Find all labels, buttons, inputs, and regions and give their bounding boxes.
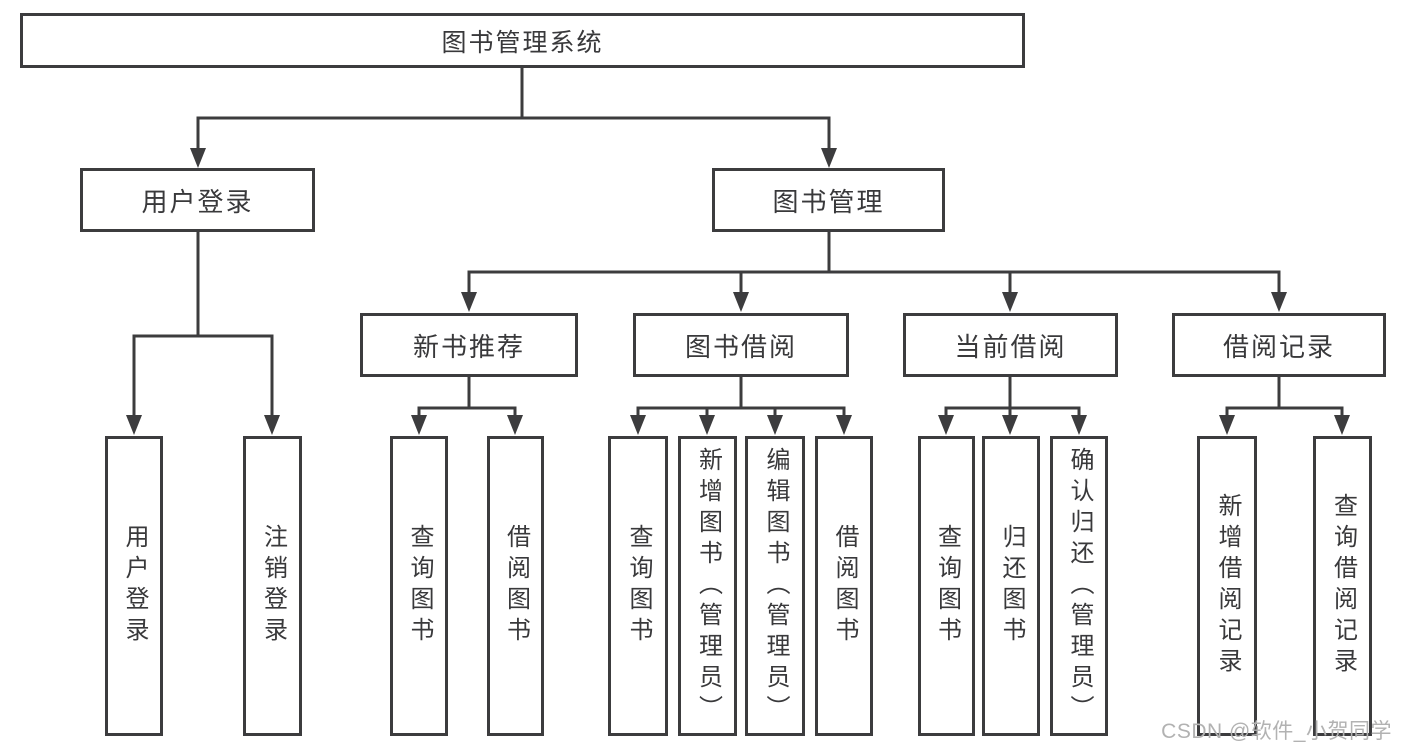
arrow-down-icon: [190, 148, 206, 168]
leaf-add-borrow-record: 新增借阅记录: [1197, 436, 1257, 736]
node-label: 用户登录: [141, 186, 254, 217]
node-library-system: 图书管理系统: [20, 13, 1025, 68]
leaf-label: 用户登录: [121, 524, 148, 648]
leaf-label: 查询图书: [933, 524, 961, 648]
node-book-management: 图书管理: [712, 168, 945, 232]
arrow-down-icon: [126, 415, 142, 435]
leaf-borrow-books: 借阅图书: [487, 436, 544, 736]
arrow-down-icon: [264, 415, 280, 435]
leaf-return-books: 归还图书: [982, 436, 1040, 736]
leaf-label: 新增借阅记录: [1214, 493, 1241, 679]
arrow-down-icon: [461, 292, 477, 312]
arrow-down-icon: [767, 415, 783, 435]
leaf-label: 借阅图书: [502, 524, 530, 648]
leaf-label: 归还图书: [998, 524, 1025, 648]
arrow-down-icon: [630, 415, 646, 435]
leaf-label: 确认归还（管理员）: [1066, 446, 1093, 726]
leaf-query-books: 查询图书: [608, 436, 668, 736]
leaf-label: 查询图书: [625, 524, 652, 648]
arrow-down-icon: [699, 415, 715, 435]
arrow-down-icon: [1002, 415, 1018, 435]
arrow-down-icon: [836, 415, 852, 435]
connector-bookmgmt-to-level3: [461, 232, 1287, 312]
node-label: 当前借阅: [954, 331, 1067, 362]
node-user-login: 用户登录: [80, 168, 315, 232]
leaf-logout: 注销登录: [243, 436, 302, 736]
leaf-query-borrow-record: 查询借阅记录: [1313, 436, 1372, 736]
arrow-down-icon: [733, 292, 749, 312]
leaf-add-books-admin: 新增图书（管理员）: [678, 436, 737, 736]
leaf-borrow-books: 借阅图书: [815, 436, 873, 736]
connector-borrow-to-leaves: [630, 376, 852, 435]
arrow-down-icon: [938, 415, 954, 435]
arrow-down-icon: [411, 415, 427, 435]
leaf-label: 新增图书（管理员）: [694, 446, 722, 726]
node-label: 新书推荐: [412, 331, 525, 362]
leaf-query-books: 查询图书: [918, 436, 975, 736]
node-borrow-records: 借阅记录: [1172, 313, 1386, 377]
connector-newbooks-to-leaves: [411, 376, 523, 435]
node-new-book-recommend: 新书推荐: [360, 313, 578, 377]
leaf-label: 注销登录: [259, 524, 287, 648]
leaf-confirm-return-admin: 确认归还（管理员）: [1050, 436, 1108, 736]
arrow-down-icon: [1271, 292, 1287, 312]
leaf-query-books: 查询图书: [390, 436, 448, 736]
node-label: 借阅记录: [1222, 331, 1335, 362]
leaf-user-login: 用户登录: [105, 436, 163, 736]
arrow-down-icon: [1002, 292, 1018, 312]
connector-records-to-leaves: [1219, 376, 1350, 435]
arrow-down-icon: [821, 148, 837, 168]
node-label: 图书借阅: [684, 331, 797, 362]
arrow-down-icon: [1334, 415, 1350, 435]
node-label: 图书管理: [772, 186, 885, 217]
connector-current-to-leaves: [938, 376, 1087, 435]
node-current-borrow: 当前借阅: [903, 313, 1118, 377]
leaf-edit-books-admin: 编辑图书（管理员）: [745, 436, 805, 736]
leaf-label: 查询图书: [406, 524, 433, 648]
node-label: 图书管理系统: [441, 28, 604, 57]
leaf-label: 编辑图书（管理员）: [762, 446, 789, 726]
connector-root-to-level2: [190, 68, 837, 168]
arrow-down-icon: [1071, 415, 1087, 435]
connector-login-to-leaves: [126, 232, 280, 435]
node-book-borrow: 图书借阅: [633, 313, 849, 377]
arrow-down-icon: [507, 415, 523, 435]
arrow-down-icon: [1219, 415, 1235, 435]
leaf-label: 查询借阅记录: [1329, 493, 1357, 679]
leaf-label: 借阅图书: [831, 524, 858, 648]
